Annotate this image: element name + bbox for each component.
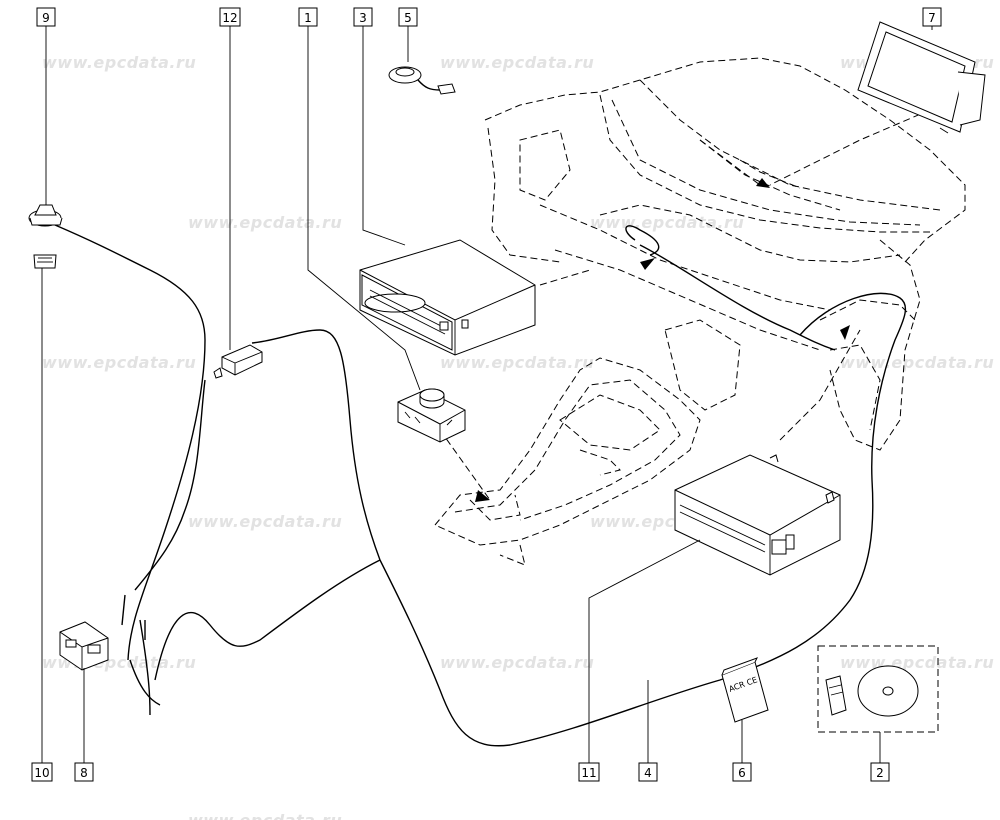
callout-label: 6 <box>738 766 746 780</box>
callout-label: 4 <box>644 766 652 780</box>
amplifier-module <box>213 344 263 379</box>
radio-cd-unit <box>359 239 536 356</box>
callout-11: 11 <box>578 762 600 782</box>
watermark: www.epcdata.ru <box>188 512 342 531</box>
antenna-base <box>28 204 63 227</box>
watermark: www.epcdata.ru <box>840 353 994 372</box>
callout-8: 8 <box>74 762 94 782</box>
callout-label: 7 <box>928 11 936 25</box>
callout-label: 9 <box>42 11 50 25</box>
callout-label: 10 <box>34 766 49 780</box>
callout-label: 12 <box>222 11 237 25</box>
callout-1: 1 <box>298 7 318 27</box>
mounting-arrows <box>475 178 850 502</box>
center-console-outline <box>434 357 701 566</box>
watermark: www.epcdata.ru <box>840 653 994 672</box>
manual-booklet: ACR CE <box>721 657 769 723</box>
callout-label: 1 <box>304 11 312 25</box>
cd-kit <box>817 645 939 733</box>
microphone <box>388 66 456 95</box>
callout-5: 5 <box>398 7 418 27</box>
callout-12: 12 <box>219 7 241 27</box>
watermark: www.epcdata.ru <box>42 353 196 372</box>
watermark-layer: www.epcdata.ru www.epcdata.ru www.epcdat… <box>42 53 994 820</box>
callout-label: 11 <box>581 766 596 780</box>
watermark: www.epcdata.ru <box>440 53 594 72</box>
callout-2: 2 <box>870 762 890 782</box>
navigation-unit <box>674 454 841 576</box>
cable-harness <box>54 224 907 747</box>
callout-4: 4 <box>638 762 658 782</box>
dashboard-outline <box>484 57 966 451</box>
antenna-nut <box>33 254 57 269</box>
callout-6: 6 <box>732 762 752 782</box>
callout-3: 3 <box>353 7 373 27</box>
callout-7: 7 <box>922 7 942 27</box>
callout-label: 3 <box>359 11 367 25</box>
watermark: www.epcdata.ru <box>42 53 196 72</box>
callout-10: 10 <box>31 762 53 782</box>
control-unit <box>397 388 466 443</box>
callout-label: 2 <box>876 766 884 780</box>
callout-9: 9 <box>36 7 56 27</box>
watermark: www.epcdata.ru <box>590 213 744 232</box>
watermark: www.epcdata.ru <box>440 353 594 372</box>
connector-block <box>59 621 109 671</box>
callout-label: 8 <box>80 766 88 780</box>
watermark: www.epcdata.ru <box>188 811 342 820</box>
watermark: www.epcdata.ru <box>188 213 342 232</box>
callout-label: 5 <box>404 11 412 25</box>
assembly-guides <box>439 109 931 501</box>
watermark: www.epcdata.ru <box>440 653 594 672</box>
display-screen <box>857 21 986 134</box>
